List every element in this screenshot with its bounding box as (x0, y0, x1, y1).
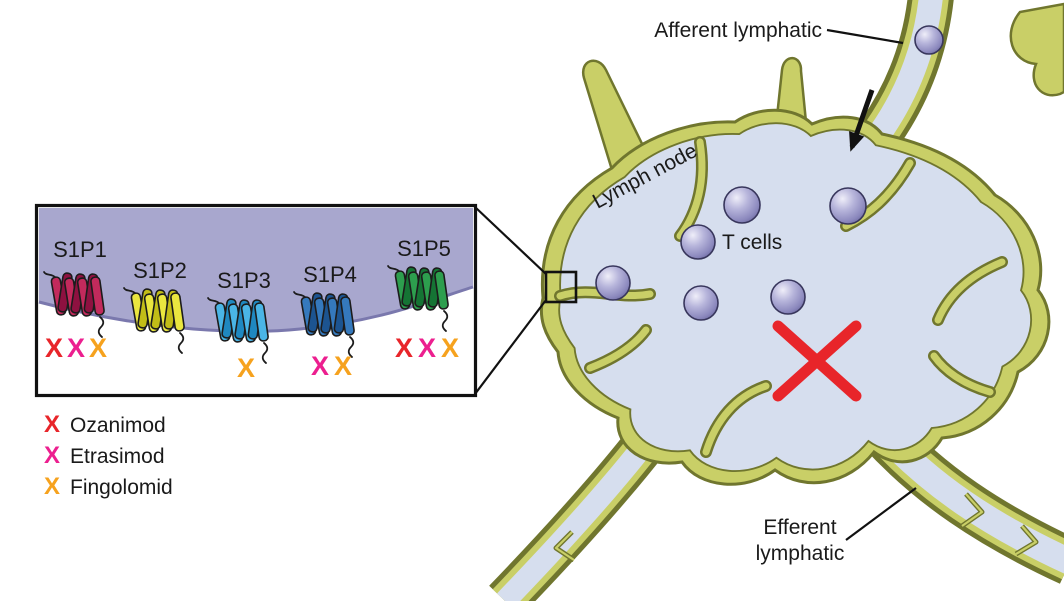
drug-x-mark-fingolomid: X (441, 333, 459, 363)
t-cell (829, 187, 867, 225)
callout-line-top (474, 206, 547, 275)
legend-label-ozanimod: Ozanimod (70, 414, 166, 437)
lower-left-vessel (489, 436, 658, 601)
t-cell (683, 285, 719, 321)
vessel-lumen (870, 0, 943, 140)
efferent-lymphatic-label-line1: Efferent (763, 516, 836, 539)
trabecula-strand (934, 258, 1006, 324)
legend-label-etrasimod: Etrasimod (70, 445, 165, 468)
drug-x-mark-ozanimod: X (45, 333, 63, 363)
legend-x-ozanimod: X (44, 411, 60, 438)
magnified-region-marker (544, 270, 578, 304)
receptor-label-s1p5: S1P5 (397, 236, 451, 261)
afferent-pointer-line (826, 28, 904, 45)
flow-arrow-icon (849, 89, 875, 152)
t-cell (770, 279, 806, 315)
t-cell (680, 224, 716, 260)
drug-x-mark-fingolomid: X (334, 351, 352, 381)
legend-label-fingolomid: Fingolomid (70, 476, 173, 499)
node-protrusion (774, 56, 808, 128)
t-cell-in-afferent (914, 25, 944, 55)
lymphatic-valve (1015, 525, 1038, 555)
efferent-pointer-line (845, 487, 917, 541)
drug-x-mark-etrasimod: X (67, 333, 85, 363)
corner-lobe (1009, 2, 1064, 97)
legend-x-etrasimod: X (44, 442, 60, 469)
egress-block-x-icon (772, 320, 862, 402)
zoom-callout (474, 206, 578, 395)
trabecula-strand (702, 382, 770, 456)
legend-x-fingolomid: X (44, 473, 60, 500)
t-cells (595, 25, 944, 321)
afferent-lymphatic-label: Afferent lymphatic (654, 19, 822, 42)
t-cell (595, 265, 631, 301)
vessel-lumen (497, 443, 649, 601)
lymphatic-valve (961, 493, 984, 527)
receptor-label-s1p1: S1P1 (53, 237, 107, 262)
drug-x-mark-fingolomid: X (89, 333, 107, 363)
drug-x-mark-ozanimod: X (395, 333, 413, 363)
lymphatic-valve (554, 531, 575, 561)
callout-line-bottom (474, 299, 547, 395)
drug-legend: X Ozanimod X Etrasimod X Fingolomid (44, 411, 173, 500)
trabecula-strand (586, 326, 650, 372)
lymph-node (489, 0, 1064, 601)
efferent-lymphatic-label-line2: lymphatic (756, 542, 845, 565)
receptor-label-s1p3: S1P3 (217, 268, 271, 293)
receptor-label-s1p4: S1P4 (303, 262, 357, 287)
t-cell (723, 186, 761, 224)
t-cells-label: T cells (722, 231, 782, 254)
trabecula-strand (676, 138, 706, 240)
receptor-label-s1p2: S1P2 (133, 258, 187, 283)
drug-x-mark-etrasimod: X (418, 333, 436, 363)
node-protrusion (581, 59, 648, 172)
afferent-vessel (860, 0, 954, 147)
trabecula-strand (930, 352, 994, 396)
receptor-inset: S1P1 S1P2 S1P3 S1P4 S1P5 X X X X X X X X… (34, 203, 478, 398)
drug-x-mark-etrasimod: X (311, 351, 329, 381)
drug-x-mark-fingolomid: X (237, 353, 255, 383)
